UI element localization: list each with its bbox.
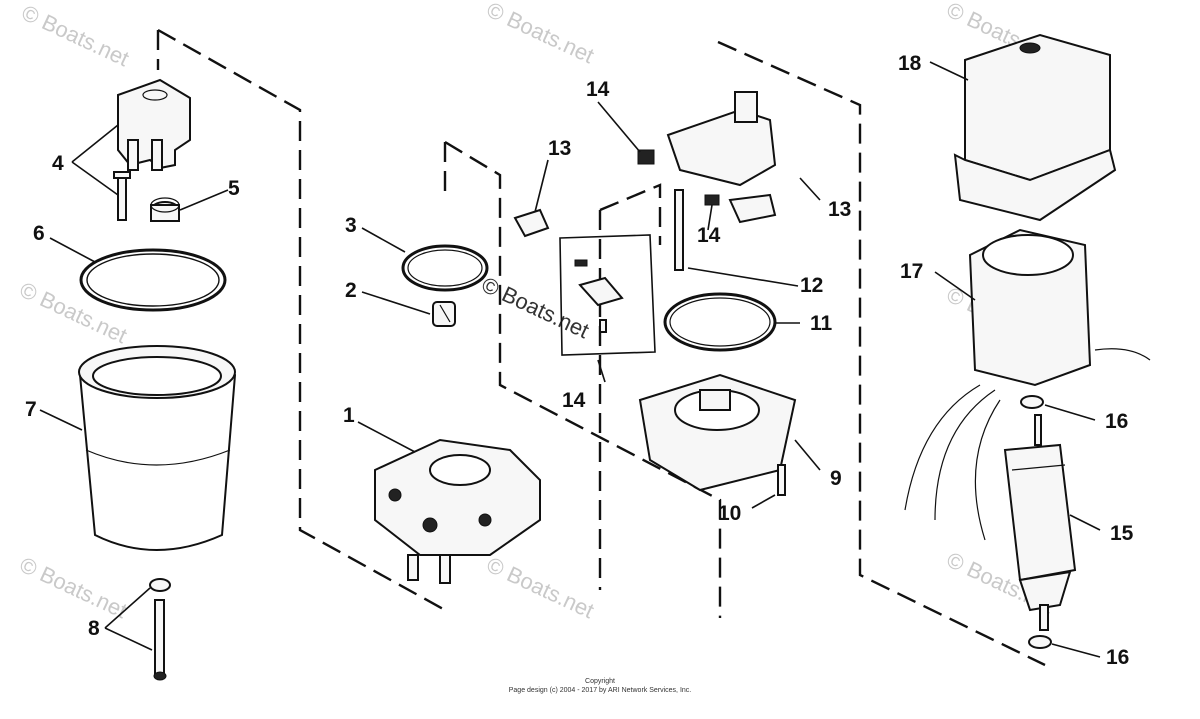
watermark-2: © Boats.net bbox=[483, 0, 598, 68]
callout-4: 4 bbox=[52, 152, 64, 175]
watermark-7: © Boats.net bbox=[16, 552, 131, 623]
callout-16-bottom: 16 bbox=[1106, 646, 1129, 669]
part-6-o-ring bbox=[79, 248, 227, 312]
part-3-o-ring bbox=[401, 244, 489, 292]
part-10-screw bbox=[777, 464, 786, 496]
part-9-end-cap bbox=[638, 373, 797, 492]
watermark-8: © Boats.net bbox=[483, 552, 598, 623]
part-15-armature bbox=[1003, 414, 1077, 631]
callout-10: 10 bbox=[718, 502, 741, 525]
part-7-reservoir bbox=[78, 345, 237, 551]
part-16-washer-top bbox=[1020, 395, 1044, 409]
callout-1: 1 bbox=[343, 404, 355, 427]
callout-18: 18 bbox=[898, 52, 922, 75]
callout-13-right: 13 bbox=[828, 198, 851, 221]
callout-11: 11 bbox=[810, 312, 833, 335]
outline-inner bbox=[599, 183, 662, 245]
callout-17: 17 bbox=[900, 260, 923, 283]
assembly-outlines bbox=[156, 28, 1046, 667]
part-1-pump-body bbox=[374, 438, 541, 584]
part-17-stator bbox=[904, 228, 1151, 541]
copyright-line-1: Copyright bbox=[585, 678, 615, 685]
callout-12: 12 bbox=[800, 274, 823, 297]
watermark-5: © Boats.net bbox=[478, 272, 593, 343]
callout-15: 15 bbox=[1110, 522, 1134, 545]
callout-14-top: 14 bbox=[586, 78, 610, 101]
callout-13-top: 13 bbox=[548, 137, 571, 160]
part-13-clip bbox=[513, 208, 550, 238]
callout-9: 9 bbox=[830, 467, 842, 490]
callout-7: 7 bbox=[25, 398, 37, 421]
part-2-coupler bbox=[432, 301, 456, 327]
part-14-brush-detail bbox=[559, 234, 656, 356]
outline-middle bbox=[444, 140, 722, 618]
outline-right bbox=[717, 40, 1046, 667]
callout-3: 3 bbox=[345, 214, 357, 237]
callout-8: 8 bbox=[88, 617, 100, 640]
part-4-valve-body bbox=[113, 78, 191, 221]
callout-16-top: 16 bbox=[1105, 410, 1128, 433]
part-13-brush-plate bbox=[637, 91, 777, 224]
watermark-4: © Boats.net bbox=[16, 277, 131, 348]
part-5-nut bbox=[150, 197, 180, 222]
callout-6: 6 bbox=[33, 222, 45, 245]
part-16-washer-bottom bbox=[1028, 635, 1052, 649]
copyright-footer: Copyright Page design (c) 2004 - 2017 by… bbox=[509, 678, 692, 694]
watermark-1: © Boats.net bbox=[18, 0, 133, 71]
callout-labels: 1 2 3 4 5 6 7 8 9 10 11 12 13 13 14 14 1… bbox=[25, 52, 1134, 669]
copyright-line-2: Page design (c) 2004 - 2017 by ARI Netwo… bbox=[509, 687, 692, 694]
part-12-bolt bbox=[674, 189, 684, 271]
callout-14-bottom: 14 bbox=[562, 389, 586, 412]
part-8-bolt bbox=[149, 578, 171, 681]
leader-lines bbox=[39, 61, 1101, 658]
callout-14-mid: 14 bbox=[697, 224, 721, 247]
part-11-o-ring bbox=[663, 292, 777, 352]
part-18-motor-cover bbox=[953, 33, 1117, 222]
callout-2: 2 bbox=[345, 279, 357, 302]
callout-5: 5 bbox=[228, 177, 240, 200]
